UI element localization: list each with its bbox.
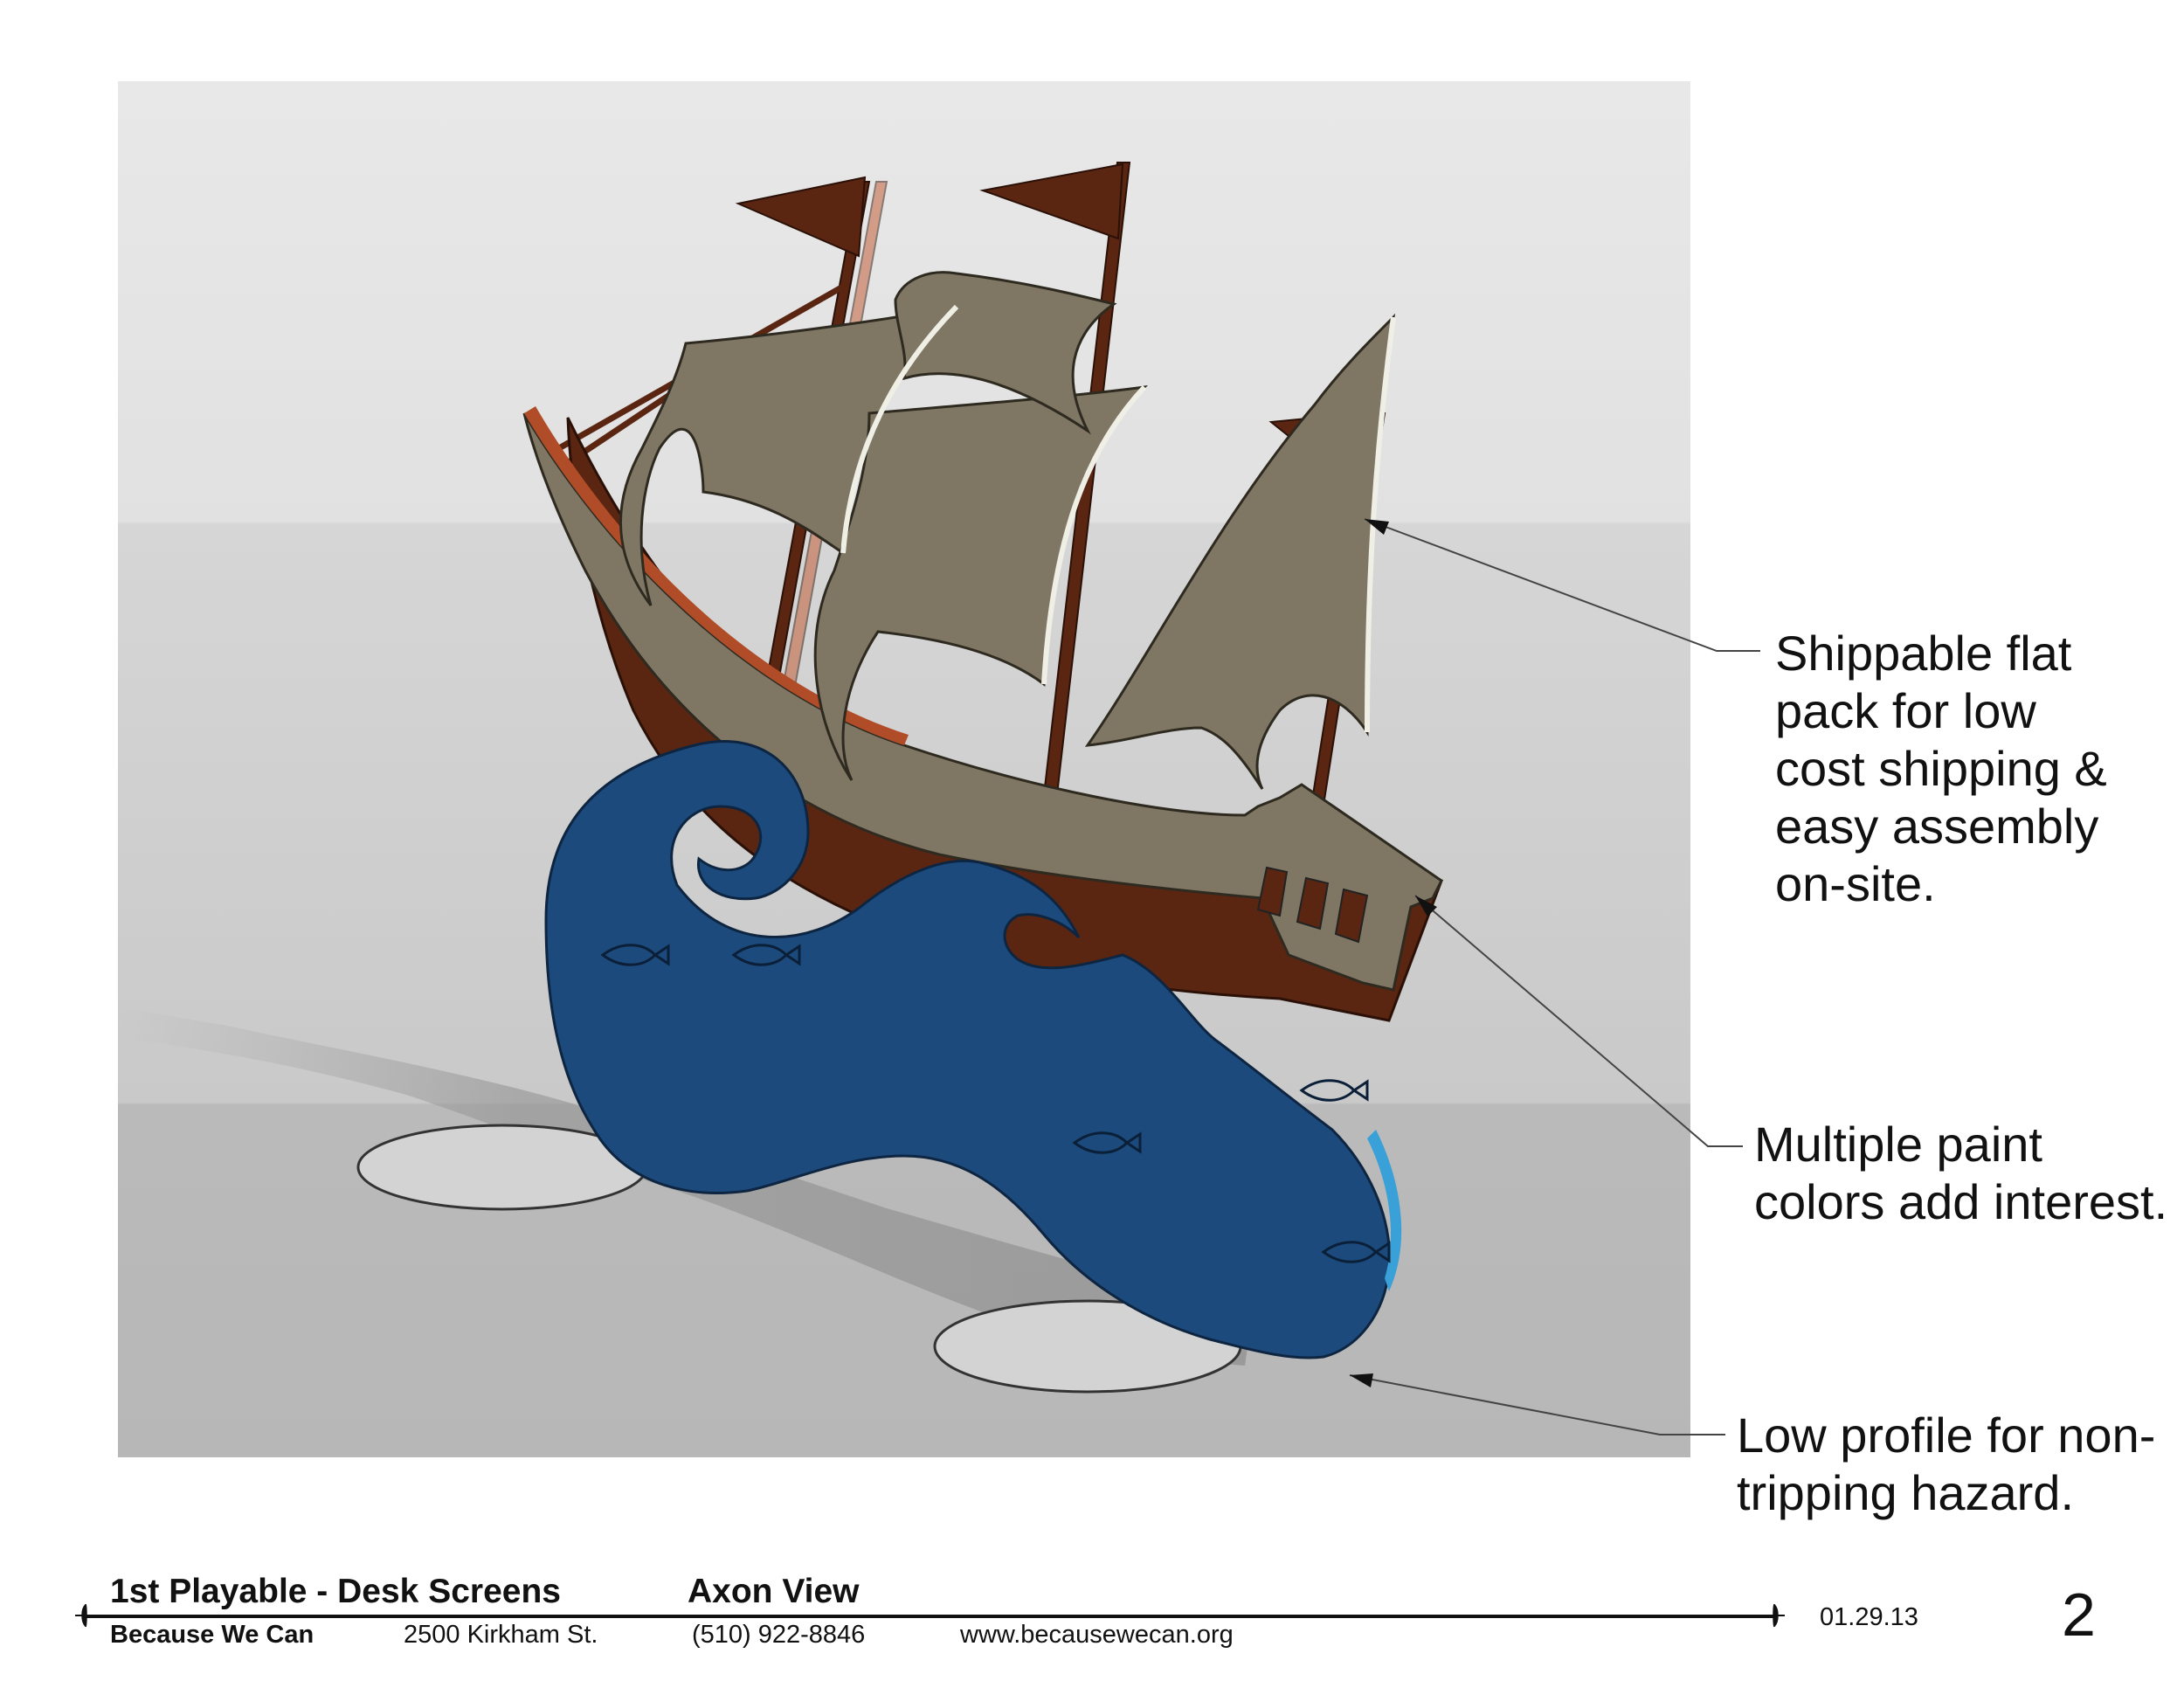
ship-illustration [118,162,1443,1394]
callout-flat-pack: Shippable flat pack for low cost shippin… [1775,626,2107,911]
ship-render [118,81,1690,1457]
title-block: 1st Playable - Desk Screens Axon View Be… [0,1555,2184,1681]
callout-low-profile: Low profile for non- tripping hazard. [1737,1408,2156,1520]
title-block-rule [83,1615,1773,1618]
sail-edges [840,304,1396,733]
rule-endcap-left [75,1604,87,1627]
project-title: 1st Playable - Desk Screens [110,1573,561,1610]
company-phone: (510) 922-8846 [692,1621,866,1649]
sail-main [813,384,1148,781]
stern-windows [1256,866,1369,944]
company-name: Because We Can [110,1621,314,1649]
sails [619,271,1396,790]
company-website: www.becausewecan.org [960,1621,1234,1649]
rule-endcap-right [1773,1604,1785,1627]
wave-panel [544,740,1392,1359]
fish-cutouts [600,944,1391,1263]
callout-paint-colors: Multiple paint colors add interest. [1754,1117,2168,1229]
sheet-date: 01.29.13 [1820,1603,1918,1631]
company-address: 2500 Kirkham St. [404,1621,598,1649]
sheet-number: 2 [2062,1581,2096,1649]
view-title: Axon View [688,1573,860,1610]
